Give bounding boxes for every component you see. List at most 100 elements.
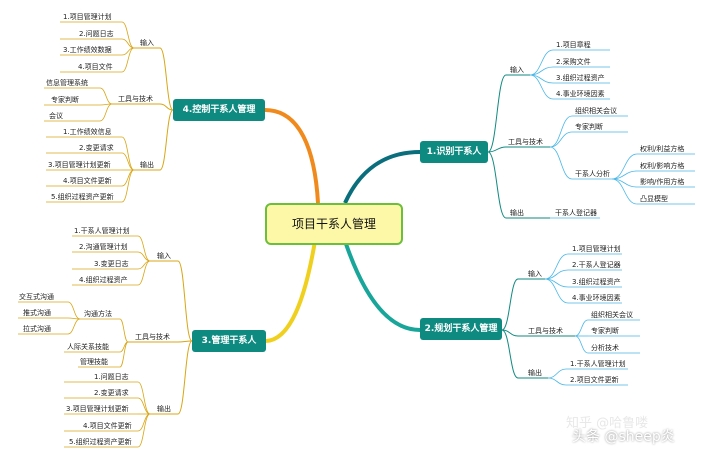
connector-line [119,341,129,368]
b3-output-item: 5.组织过程资产更新 [69,438,132,446]
connector-line [177,340,193,415]
b2-tool-item: 分析技术 [591,344,619,352]
connector-line [487,146,507,153]
b1-analysis-item: 影响/作用方格 [640,178,685,186]
connector-line [529,49,554,76]
connector-line [137,413,151,448]
topic-control-stakeholder-management[interactable]: 4.控制干系人管理 [173,99,265,121]
watermark-site: 知乎 @哈鲁喽 [566,416,649,431]
connector-line [137,251,151,262]
connector-line [177,260,193,342]
connector-line [529,74,554,100]
b4-output-item: 3.项目管理计划更新 [48,161,111,169]
central-topic[interactable]: 项目干系人管理 [265,203,403,245]
b3-tool-item: 人际关系技能 [67,343,109,351]
connector-line [544,278,569,304]
connector-line [549,115,573,148]
b1-output-item: 干系人登记器 [555,209,597,217]
b3-input-item: 2.沟通管理计划 [79,243,128,251]
connector-line [574,319,589,337]
b2-tool-item: 专家判断 [591,327,619,335]
connector-line [137,381,151,415]
connector-line [611,178,638,205]
b3-tool-item: 沟通方法 [84,310,112,318]
connector-line [121,152,135,171]
connector-line [137,397,151,415]
b3-input-item: 3.变更日志 [94,260,129,268]
connector-line [119,318,129,343]
connector-line [121,47,135,73]
connector-line [121,21,135,49]
b4-input-item: 4.项目文件 [78,63,113,71]
b3-comm-method: 交互式沟通 [19,293,54,301]
b2-outputs-label: 输出 [528,369,542,377]
connector-line [487,151,507,219]
b2-tool-item: 组织相关会议 [591,311,633,319]
b3-input-item: 4.组织过程资产 [79,276,128,284]
b1-tools-label: 工具与技术 [508,138,543,146]
connector-line [501,278,519,331]
b3-output-item: 4.项目文件更新 [83,422,132,430]
topic-identify-stakeholders[interactable]: 1.识别干系人 [420,141,488,163]
b3-output-item: 1.问题日志 [94,373,129,381]
connector-line [501,329,519,337]
b1-tool-item: 干系人分析 [575,170,610,178]
connector-line [159,103,174,111]
b2-tools-label: 工具与技术 [528,327,563,335]
b3-tool-item: 管理技能 [80,358,108,366]
connector-line [487,74,507,153]
b4-output-item: 2.变更请求 [79,144,114,152]
b1-input-item: 4.事业环境因素 [556,90,605,98]
branch-line-4 [264,108,320,204]
b1-tool-item: 组织相关会议 [575,107,617,115]
connector-line [547,377,567,386]
connector-line [67,301,81,320]
b1-tool-item: 专家判断 [575,123,603,131]
connector-line [121,169,135,203]
topic-manage-stakeholders[interactable]: 3.管理干系人 [192,330,266,352]
b1-input-item: 2.采购文件 [556,58,591,66]
branch-line-1 [343,150,421,204]
b4-input-item: 2.问题日志 [79,30,114,38]
branch-line-3 [265,240,317,343]
b1-analysis-item: 权利/利益方格 [640,145,685,153]
b2-output-item: 1.干系人管理计划 [570,360,626,368]
b1-input-item: 3.组织过程资产 [556,74,605,82]
b4-tools-label: 工具与技术 [118,95,153,103]
connector-line [159,109,174,171]
b4-output-item: 4.项目文件更新 [63,177,112,185]
b4-outputs-label: 输出 [140,161,154,169]
b3-tools-label: 工具与技术 [135,333,170,341]
b2-input-item: 4.事业环境因素 [572,294,621,302]
connector-line [547,368,567,379]
b3-output-item: 3.项目管理计划更新 [66,405,129,413]
b3-input-item: 1.干系人管理计划 [74,227,130,235]
b1-analysis-item: 凸显模型 [640,195,668,203]
connector-line [67,318,81,335]
b4-output-item: 5.组织过程资产更新 [51,193,114,201]
connector-line [177,340,193,343]
connector-line [121,136,135,171]
b4-input-item: 1.项目管理计划 [63,13,112,21]
b4-tool-item: 信息管理系统 [46,79,88,87]
connector-line [99,103,113,122]
b4-tool-item: 会议 [49,112,63,120]
b1-outputs-label: 输出 [510,209,524,217]
b3-comm-method: 推式沟通 [23,309,51,317]
connector-line [121,38,135,49]
topic-plan-stakeholder-management[interactable]: 2.规划干系人管理 [420,318,502,340]
connector-line [574,335,589,354]
watermark-author: 头条 @sheep炎 [572,429,675,445]
b4-inputs-label: 输入 [140,39,154,47]
b1-inputs-label: 输入 [510,66,524,74]
b2-inputs-label: 输入 [528,270,542,278]
b2-input-item: 1.项目管理计划 [572,245,621,253]
connector-line [549,131,573,148]
b2-output-item: 2.项目文件更新 [570,376,619,384]
connector-line [611,170,638,180]
b2-input-item: 3.组织过程资产 [572,278,621,286]
connector-line [529,66,554,76]
b3-outputs-label: 输出 [157,405,171,413]
